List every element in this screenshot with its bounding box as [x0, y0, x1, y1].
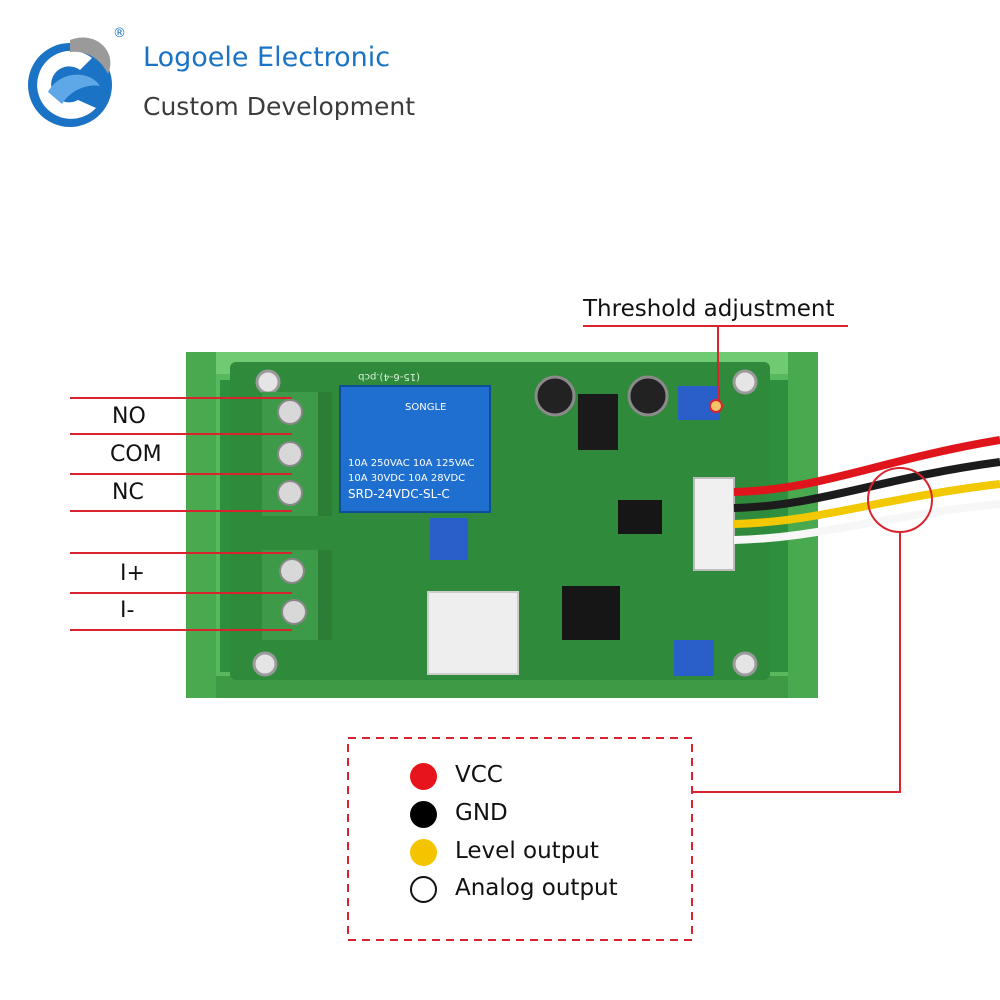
- relay-terminal-block: [262, 392, 332, 516]
- wire-connector: [693, 477, 735, 571]
- legend-dot-icon: [410, 876, 437, 903]
- threshold-label: Threshold adjustment: [583, 296, 835, 322]
- sensor-module: [427, 591, 519, 675]
- relay-component: SONGLE 10A 250VAC 10A 125VAC 10A 30VDC 1…: [339, 385, 491, 513]
- terminal-label-com: COM: [110, 442, 162, 467]
- legend-dot-icon: [410, 801, 437, 828]
- legend-label: Level output: [455, 838, 599, 864]
- current-terminal-block: [262, 550, 332, 640]
- wire-legend-box: [347, 737, 693, 941]
- terminal-label-i-minus: I-: [120, 598, 135, 623]
- capacitors: [534, 375, 669, 417]
- zero-potentiometer: [674, 640, 714, 676]
- terminal-label-nc: NC: [112, 480, 144, 505]
- signal-wires: [733, 436, 1000, 544]
- voltage-regulator: [578, 394, 618, 450]
- legend-label: Analog output: [455, 875, 618, 901]
- terminal-label-i-plus: I+: [120, 561, 145, 586]
- threshold-potentiometer[interactable]: [678, 386, 723, 420]
- terminal-label-no: NO: [112, 404, 146, 429]
- legend-label: VCC: [455, 762, 503, 788]
- legend-dot-icon: [410, 839, 437, 866]
- small-potentiometer: [430, 518, 468, 560]
- relay-rating-2: 10A 30VDC 10A 28VDC: [348, 473, 465, 484]
- callout-lines: [70, 325, 901, 793]
- logo-icon: [28, 37, 112, 127]
- ic-chip-2: [562, 586, 620, 640]
- relay-model: SRD-24VDC-SL-C: [348, 487, 450, 501]
- legend-dot-icon: [410, 763, 437, 790]
- brand-name: Logoele Electronic: [143, 42, 391, 73]
- registered-mark: ®: [113, 26, 126, 41]
- ic-chip: [618, 500, 662, 534]
- legend-label: GND: [455, 800, 508, 826]
- relay-rating-1: 10A 250VAC 10A 125VAC: [348, 458, 475, 469]
- pcb-marking: (15-6-4).pcb: [358, 371, 420, 382]
- relay-brand: SONGLE: [405, 402, 446, 413]
- brand-tagline: Custom Development: [143, 92, 416, 121]
